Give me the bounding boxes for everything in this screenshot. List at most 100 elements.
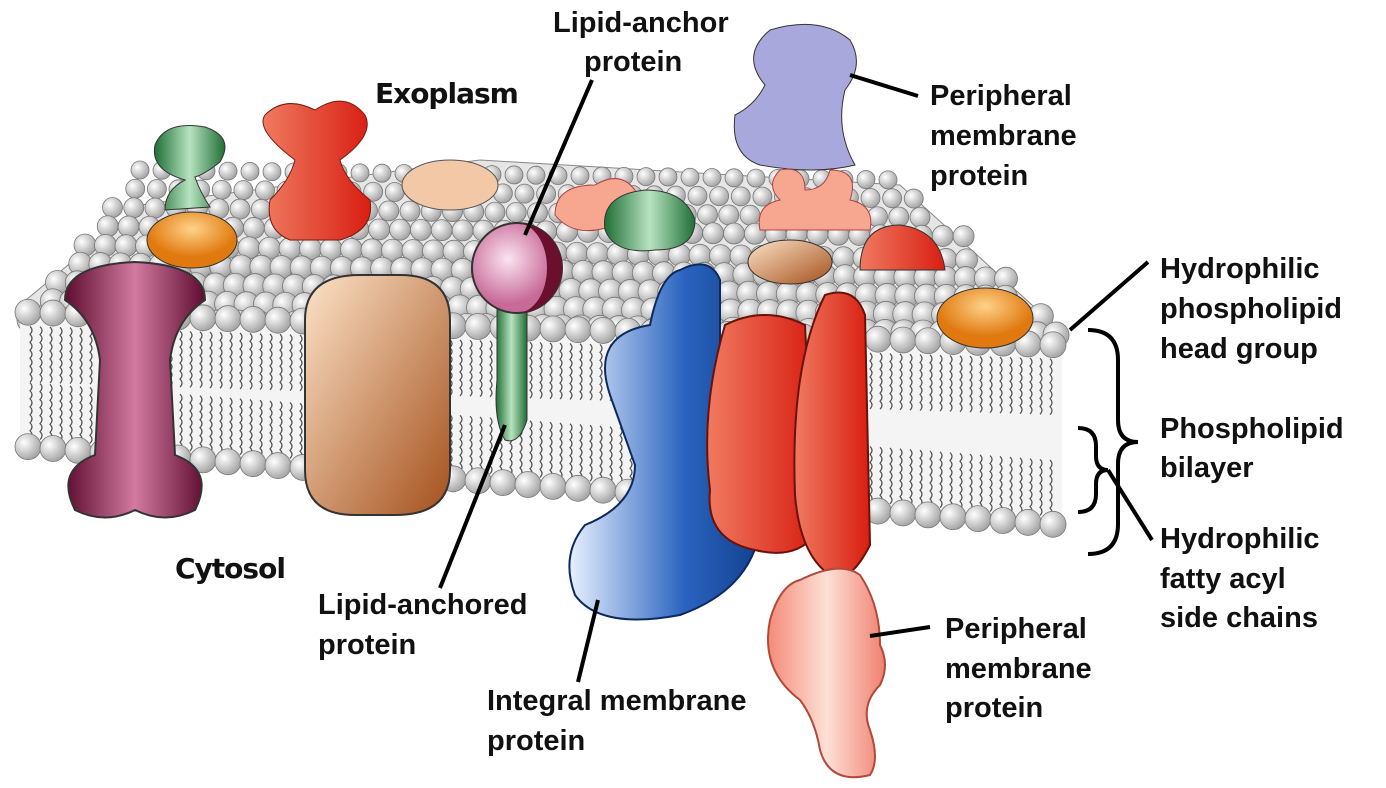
head-group [539,315,567,343]
peripheral-bottom-label-2: membrane [945,653,1092,685]
head-group [888,206,910,228]
head-group [451,219,474,242]
head-group [123,197,145,219]
side-chains-label-3: side chains [1160,602,1318,634]
head-group [464,313,492,340]
lavender-peripheral-protein [733,23,857,171]
head-group [14,298,42,326]
head-group [702,168,722,187]
fatty-acyl-tail [259,333,263,391]
head-group [939,503,967,531]
peripheral-top-label-1: Peripheral [930,80,1072,112]
fatty-acyl-tail [459,414,463,472]
fatty-acyl-tail [959,452,963,510]
fatty-acyl-tail [869,446,873,503]
fatty-acyl-tail [899,353,903,411]
head-group [39,435,67,462]
head-group [255,180,275,201]
bilayer-label-1: Phospholipid [1160,413,1344,445]
fatty-acyl-tail [999,455,1003,513]
head-group [724,168,744,188]
head-group [878,170,898,190]
head-group [146,179,167,199]
fatty-acyl-tail [89,386,93,444]
salmon-anchor-protein [758,168,872,231]
head-group [389,218,411,241]
leader-integral [576,599,600,683]
head-group [746,168,766,188]
fatty-acyl-tail [479,416,483,474]
fatty-acyl-tail [49,383,53,441]
fatty-acyl-tail [559,342,563,400]
fatty-acyl-tail [79,386,83,443]
head-group [505,201,527,223]
head-group [889,499,917,527]
fatty-acyl-tail [939,354,943,412]
peripheral-top-label-2: membrane [930,120,1077,152]
red-integral-protein-a [706,314,817,554]
fatty-acyl-tail [569,342,573,400]
fatty-acyl-tail [949,355,953,412]
head-group [233,180,254,201]
fatty-acyl-tail [39,383,43,440]
lipid-anchor-label-2: protein [584,46,682,78]
fatty-acyl-tail [189,330,193,388]
green-globular-protein [604,189,696,252]
head-group [730,186,751,207]
fatty-acyl-tail [1029,357,1033,415]
fatty-acyl-tail [239,332,243,390]
brown-surface-protein [747,239,833,285]
head-group [882,188,903,209]
fatty-acyl-tail [999,356,1003,414]
orange-edge-protein [936,287,1034,349]
fatty-acyl-tail [219,396,223,454]
fatty-acyl-tail [909,449,913,506]
fatty-acyl-tail [259,399,263,457]
fatty-acyl-tail [229,332,233,390]
head-group [378,200,400,222]
head-group [484,201,506,223]
fatty-acyl-tail [579,424,583,481]
fatty-acyl-tail [279,333,283,391]
fatty-acyl-tail [539,420,543,478]
head-group [239,305,267,333]
head-group [514,471,542,498]
side-chains-label-1: Hydrophilic [1160,523,1320,555]
fatty-acyl-tail [69,327,73,385]
fatty-acyl-tail [49,326,53,384]
head-group [1039,510,1067,538]
head-group [229,198,251,220]
fatty-acyl-tail [459,339,463,397]
green-surface-protein [153,125,226,211]
head-group [589,476,617,504]
fatty-acyl-tail [599,425,603,483]
fatty-acyl-tail [249,332,253,390]
head-group [752,186,773,207]
head-group [363,181,384,202]
fatty-acyl-tail [869,352,873,410]
fatty-acyl-tail [229,397,233,455]
fatty-acyl-tail [1049,459,1053,517]
head-group [564,316,592,344]
fatty-acyl-tail [89,327,93,385]
peripheral-bottom-label-3: protein [945,692,1043,724]
fatty-acyl-tail [289,334,293,391]
head-group [211,179,232,200]
head-group [687,185,708,206]
peripheral-top-label-3: protein [930,160,1028,192]
fatty-acyl-tail [939,451,943,509]
fatty-acyl-tail [39,326,43,384]
fatty-acyl-tail [59,384,63,442]
fatty-acyl-tail [879,446,883,504]
head-group [250,198,272,220]
fatty-acyl-tail [529,341,533,399]
fatty-acyl-tail [299,334,303,392]
integral-label-2: protein [487,725,585,757]
head-group [697,204,718,226]
head-group [39,299,67,327]
head-group [909,206,931,228]
head-group [914,327,942,355]
head-group [864,325,892,353]
